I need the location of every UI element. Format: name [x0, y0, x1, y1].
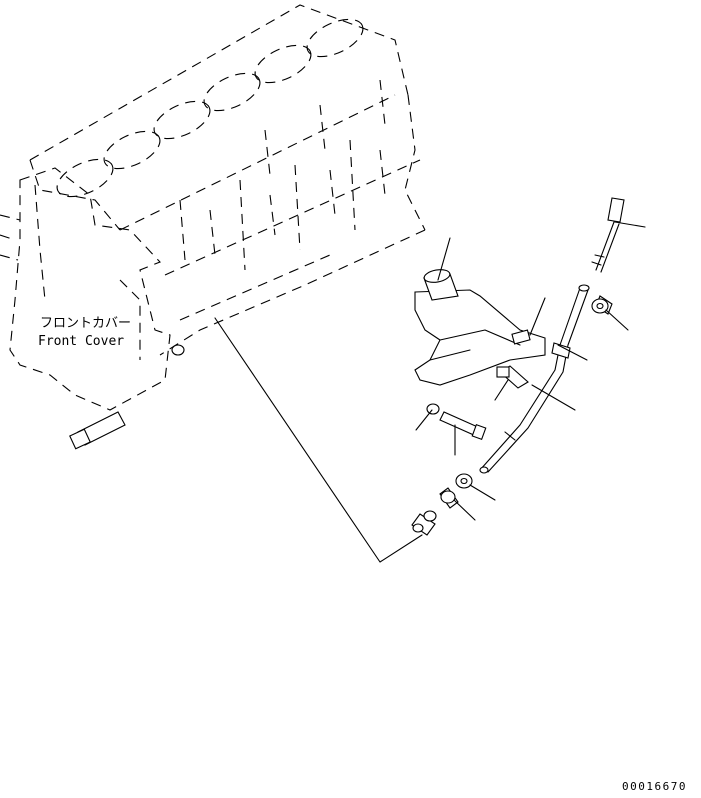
leader-line	[214, 317, 423, 563]
bolt-lower-left	[69, 411, 126, 450]
adapter-fitting	[411, 510, 437, 536]
dipstick-guide-tube	[479, 284, 590, 474]
front-cover-label-jp: フロントカバー	[40, 316, 131, 331]
dipstick	[591, 197, 625, 273]
block-port	[171, 344, 185, 356]
washer-right	[591, 295, 613, 315]
bolt-middle	[426, 403, 487, 441]
callout-lines	[415, 221, 646, 521]
cylinder-bores	[56, 18, 364, 198]
bracket	[414, 289, 546, 386]
connector-fitting	[439, 487, 459, 509]
front-cover-label-en: Front Cover	[38, 334, 124, 349]
bolt-small	[496, 365, 529, 389]
engine-block	[0, 4, 426, 411]
washer-lower	[455, 473, 473, 489]
drawing-number: 00016670	[622, 780, 687, 793]
spacer-sleeve	[423, 269, 459, 301]
